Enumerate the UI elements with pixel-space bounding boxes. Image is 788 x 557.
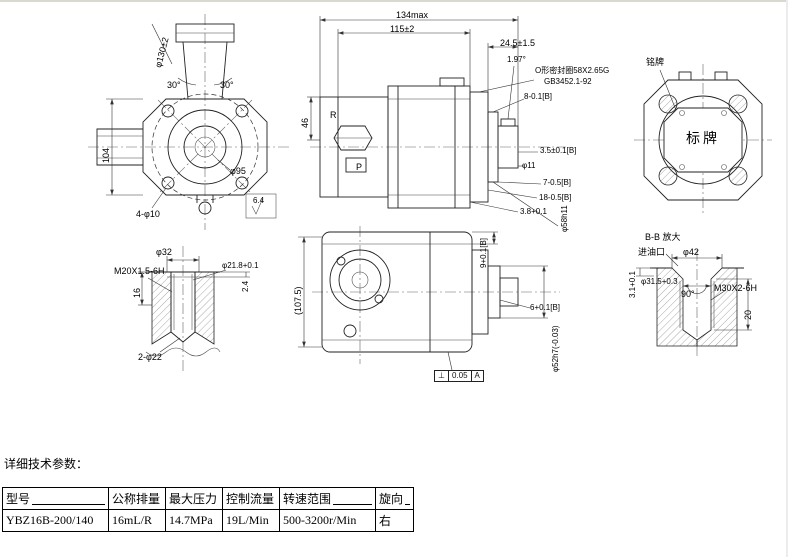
rear-view — [634, 64, 772, 216]
col-header-label: 控制流量 — [226, 492, 275, 506]
geometric-tolerance-frame: ⊥ 0.05 A — [434, 370, 484, 382]
col-header-label: 最大压力 — [169, 492, 218, 506]
dim-spigot-dia-label: φ58h11 — [560, 205, 569, 232]
col-header-control-flow: 控制流量 — [222, 487, 281, 510]
port-p-label: P — [356, 162, 363, 172]
cell-model: YBZ16B-200/140 — [2, 509, 109, 532]
dim-pilot-dia-label: φ95 — [230, 166, 246, 176]
col-header-label: 旋向 — [379, 492, 404, 506]
dim-length-body-label: 115±2 — [390, 24, 415, 34]
section-label-bb: B-B 放大 — [645, 232, 681, 242]
nameplate-text: 标牌 — [686, 130, 720, 146]
dim-angle90-label: 90° — [681, 289, 695, 299]
oring-note-line1: O形密封圈58X2.65G — [535, 66, 610, 75]
roughness-value-label: 6.4 — [253, 196, 265, 205]
dim-depth20-label: 20 — [743, 309, 753, 320]
header-underline — [405, 504, 411, 505]
dim-depth16-label: 16 — [132, 287, 142, 298]
side-view — [307, 16, 566, 227]
dim-dia11-label: φ11 — [522, 161, 536, 170]
thread-detail-view — [138, 246, 250, 372]
dim-angle-left-label: 30° — [167, 80, 181, 90]
dim-mount-holes-label: 4-φ10 — [136, 209, 160, 219]
dim-hole-dia-label: φ21.8+0.1 — [222, 261, 259, 270]
oring-note-line2: GB3452.1-92 — [544, 77, 592, 86]
port-r-label: R — [330, 110, 337, 120]
cell-speed-range: 500-3200r/Min — [279, 509, 377, 532]
dim-38-label: 3.8+0.1 — [520, 207, 547, 216]
cell-rotation: 右 — [375, 509, 415, 532]
tolerance-value: 0.05 — [449, 371, 472, 381]
header-underline — [32, 504, 105, 505]
col-header-max-pressure: 最大压力 — [165, 487, 224, 510]
drawing-svg — [88, 14, 772, 372]
dim-holes22-label: 2-φ22 — [138, 352, 162, 362]
cell-displacement: 16mL/R — [107, 509, 167, 532]
window-top-edge — [0, 0, 788, 2]
dim-9-label: 9+0.1[B] — [479, 237, 488, 268]
dim-key-label: 1.97° — [507, 55, 526, 64]
thread-spec-m30-label: M30X2-6H — [714, 283, 758, 293]
dim-port-height-label: 46 — [300, 117, 310, 128]
cell-max-pressure: 14.7MPa — [165, 509, 224, 532]
window-right-edge — [786, 0, 788, 557]
dim-6-label: 6+0.1[B] — [530, 303, 561, 312]
col-header-displacement: 公称排量 — [107, 487, 167, 510]
dim-depth31-label: 3.1+0.1 — [628, 271, 637, 298]
dim-height-ref-label: (107.5) — [293, 286, 303, 315]
dim-inlet-outer-label: φ42 — [683, 247, 699, 257]
cell-control-flow: 19L/Min — [222, 509, 281, 532]
col-header-label: 型号 — [6, 492, 31, 506]
tolerance-symbol: ⊥ — [435, 371, 449, 381]
nameplate-note-label: 铭牌 — [646, 57, 665, 67]
front-view — [88, 14, 292, 230]
table-data-row: YBZ16B-200/140 16mL/R 14.7MPa 19L/Min 50… — [2, 509, 415, 532]
tech-params-title: 详细技术参数： — [4, 457, 89, 471]
dim-length-max-label: 134max — [396, 10, 429, 20]
dim-7-label: 7-0.5[B] — [543, 178, 572, 187]
col-header-speed-range: 转速范围 — [279, 487, 377, 510]
tech-params-table: 型号 公称排量 最大压力 控制流量 转速范围 旋向 YBZ16B-200/140… — [2, 487, 415, 532]
dim-18-label: 18-0.5[B] — [539, 193, 572, 202]
inlet-port-label: 进油口 — [638, 247, 666, 257]
bottom-view — [298, 226, 560, 371]
dim-35-label: 3.5±0.1[B] — [540, 146, 577, 155]
thread-spec-m20-label: M20X1.5-6H — [114, 266, 165, 276]
header-underline — [333, 504, 373, 505]
inlet-detail-view — [636, 250, 752, 356]
col-header-rotation: 旋向 — [375, 487, 415, 510]
col-header-label: 转速范围 — [283, 492, 332, 506]
dim-depth24-label: 2.4 — [241, 280, 250, 292]
tolerance-datum: A — [474, 371, 480, 380]
dim-spigot-fit-label: φ52h7(-0.03) — [551, 325, 560, 372]
col-header-model: 型号 — [2, 487, 109, 510]
dim-shaft-ext-label: 24.5±1.5 — [500, 38, 535, 48]
dim-inlet-inner-label: φ31.5+0.3 — [641, 277, 678, 286]
dim-8-label: 8-0.1[B] — [524, 92, 553, 101]
table-header-row: 型号 公称排量 最大压力 控制流量 转速范围 旋向 — [2, 487, 415, 510]
dim-flange-height-label: 104 — [101, 147, 111, 163]
col-header-label: 公称排量 — [112, 492, 161, 506]
dim-counterbore-label: φ32 — [156, 247, 172, 257]
dim-angle-right-label: 30° — [220, 80, 234, 90]
